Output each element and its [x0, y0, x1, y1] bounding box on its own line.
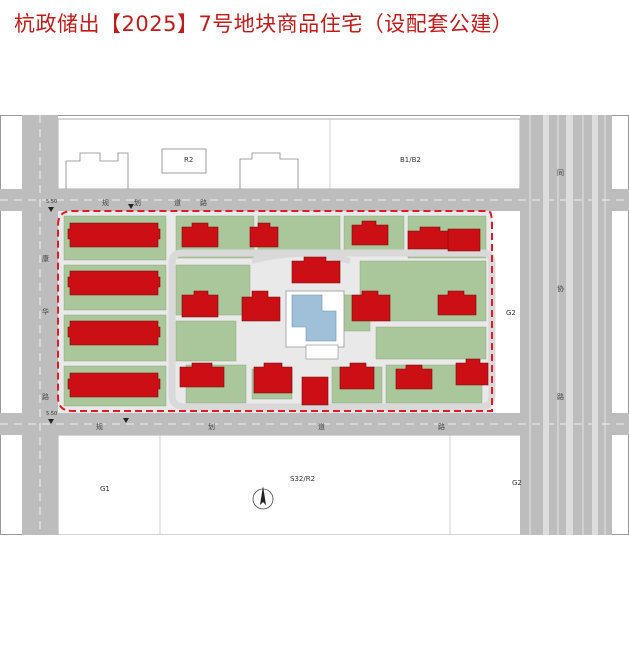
building: [179, 362, 225, 388]
entrance-pavilion: [305, 344, 339, 360]
parcel-label-g1: G1: [100, 485, 110, 493]
road-name-char: 划: [134, 198, 141, 207]
road-name-char: 同: [557, 169, 564, 177]
residential-buildings: [67, 220, 489, 406]
building: [291, 256, 341, 284]
building: [181, 222, 219, 248]
road-name-char: 划: [208, 422, 215, 431]
road-name-north: 规划道路: [102, 198, 207, 207]
existing-building-outline: [239, 152, 299, 189]
elevation-mark-south-west: 5.50: [46, 411, 57, 424]
site-plan-map: R2 B1/B2 S32/R2 G1 G2 G2 5.50 5.50 康华路 规…: [0, 115, 629, 535]
building: [351, 290, 391, 322]
parcel-label-g2-south: G2: [512, 479, 522, 487]
north-block: [57, 118, 521, 190]
road-name-char: 规: [96, 422, 103, 431]
road-name-char: 路: [42, 392, 49, 401]
building: [301, 376, 329, 406]
parcel-label-g2-east: G2: [506, 309, 516, 317]
road-name-char: 路: [557, 392, 564, 401]
building: [351, 220, 389, 246]
building: [455, 358, 489, 386]
road-name-char: 协: [557, 284, 564, 293]
existing-building-outline: [65, 152, 129, 189]
building: [253, 362, 293, 394]
road-name-char: 道: [318, 422, 325, 431]
elevation-mark: [123, 418, 129, 423]
elevation-mark-north-west: 5.50: [46, 199, 57, 212]
building: [67, 222, 161, 248]
north-arrow-icon: [252, 486, 274, 510]
road-name-char: 华: [42, 307, 49, 316]
building: [395, 364, 433, 390]
road-name-char: 康: [42, 254, 49, 263]
elevation-mark: [128, 204, 134, 209]
parcel-label-r2: R2: [184, 156, 193, 164]
page-title: 杭政储出【2025】7号地块商品住宅（设配套公建）: [14, 12, 514, 36]
building: [241, 290, 281, 322]
internal-ring-road: [168, 249, 496, 411]
building: [67, 372, 161, 398]
svg-text:5.50: 5.50: [46, 199, 57, 205]
building: [249, 222, 279, 248]
site-boundary: [57, 210, 493, 412]
south-block: [57, 434, 529, 535]
road-name-char: 路: [200, 198, 207, 207]
road-name-south: 规划道路: [96, 422, 445, 431]
building: [67, 320, 161, 346]
parcel-label-b1b2: B1/B2: [400, 156, 421, 164]
road-name-char: 路: [438, 422, 445, 431]
building: [67, 270, 161, 296]
road-name-char: 规: [102, 198, 109, 207]
road-name-char: 道: [174, 198, 181, 207]
parcel-label-s32r2: S32/R2: [290, 475, 315, 483]
svg-text:5.50: 5.50: [46, 411, 57, 417]
road-name-west: 康华路: [42, 254, 49, 401]
building: [447, 228, 481, 252]
building: [181, 290, 219, 318]
water-feature: [291, 294, 337, 342]
building: [339, 362, 375, 390]
existing-building-outline: [161, 148, 207, 174]
road-name-east: 同协路: [557, 169, 564, 401]
building: [437, 290, 477, 316]
